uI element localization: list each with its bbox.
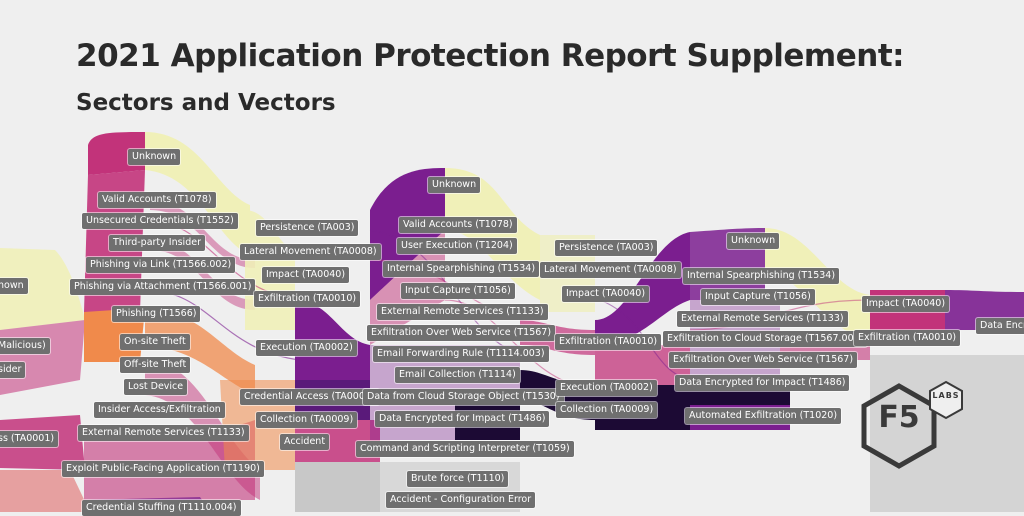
node-label: Input Capture (T1056) — [401, 283, 515, 299]
node-label: Unknown — [128, 149, 181, 165]
flow-band — [150, 200, 255, 268]
node-label: Internal Spearphishing (T1534) — [383, 261, 540, 277]
flow-band — [0, 470, 90, 512]
node-label: Lateral Movement (TA0008) — [540, 262, 681, 278]
flow-band — [0, 248, 85, 330]
node-label: Third-party Insider — [109, 235, 205, 251]
node-label: Execution (TA0002) — [556, 380, 657, 396]
flow-band — [595, 345, 690, 385]
node-label: Accident — [280, 434, 330, 450]
node-label: Persistence (TA003) — [256, 220, 359, 236]
node-label: Impact (TA0040) — [562, 286, 650, 302]
flow-band — [295, 462, 380, 512]
logo-brand: F5 — [878, 400, 920, 435]
page-title: 2021 Application Protection Report Suppl… — [76, 38, 905, 74]
node-label: External Remote Services (T1133) — [377, 304, 548, 320]
hexagon-logo-icon — [861, 380, 963, 469]
node-label: ss (TA0001) — [0, 431, 59, 447]
node-label: Brute force (T1110) — [407, 471, 509, 487]
node-label: Email Collection (T1114) — [395, 367, 520, 383]
node-label: Off-site Theft — [120, 357, 191, 373]
node-label: nown — [0, 278, 28, 294]
node-label: Phishing (T1566) — [112, 306, 201, 322]
node-label: Internal Spearphishing (T1534) — [683, 268, 840, 284]
flow-band — [145, 308, 255, 395]
node-label: Data from Cloud Storage Object (T1530) — [363, 389, 564, 405]
node-label: Input Capture (T1056) — [701, 289, 815, 305]
node-label: Exfiltration Over Web Service (T1567) — [367, 325, 556, 341]
node-label: sider — [0, 362, 26, 378]
node-label: Persistence (TA003) — [555, 240, 658, 256]
node-label: Lost Device — [124, 379, 188, 395]
node-label: Phishing via Link (T1566.002) — [86, 257, 236, 273]
page-subtitle: Sectors and Vectors — [76, 90, 336, 116]
logo-badge: LABS — [932, 391, 960, 400]
node-label: On-site Theft — [120, 334, 190, 350]
node-label: Accident - Configuration Error — [386, 492, 536, 508]
node-label: Data Encrypted for Impact (T1486) — [375, 411, 550, 427]
node-label: Impact (TA0040) — [262, 267, 350, 283]
node-label: Valid Accounts (T1078) — [399, 217, 517, 233]
node-label: Impact (TA0040) — [862, 296, 950, 312]
node-label: External Remote Services (T1133) — [677, 311, 848, 327]
flow-band — [0, 320, 85, 395]
node-label: Malicious) — [0, 338, 50, 354]
node-label: Exfiltration Over Web Service (T1567) — [669, 352, 858, 368]
node-label: External Remote Services (T1133) — [78, 425, 249, 441]
node-label: Unknown — [727, 233, 780, 249]
node-label: Automated Exfiltration (T1020) — [685, 408, 842, 424]
node-label: Data Encry — [976, 318, 1024, 334]
node-label: Exfiltration (TA0010) — [555, 334, 662, 350]
node-label: Credential Stuffing (T1110.004) — [82, 500, 241, 516]
node-label: Command and Scripting Interpreter (T1059… — [356, 441, 574, 457]
node-label: Unsecured Credentials (T1552) — [82, 213, 238, 229]
node-label: Exfiltration (TA0010) — [254, 291, 361, 307]
node-label: Exfiltration (TA0010) — [854, 330, 961, 346]
node-label: Data Encrypted for Impact (T1486) — [675, 375, 850, 391]
node-label: Credential Access (TA0006) — [240, 389, 379, 405]
node-label: Unknown — [428, 177, 481, 193]
node-label: User Execution (T1204) — [397, 238, 517, 254]
node-label: Insider Access/Exfiltration — [94, 402, 225, 418]
node-label: Exploit Public-Facing Application (T1190… — [62, 461, 264, 477]
node-label: Phishing via Attachment (T1566.001) — [70, 279, 256, 295]
node-label: Valid Accounts (T1078) — [98, 192, 216, 208]
node-label: Email Forwarding Rule (T1114.003) — [373, 346, 549, 362]
node-label: Collection (TA0009) — [256, 412, 358, 428]
f5-labs-logo: F5 LABS — [858, 378, 978, 478]
node-label: Exfiltration to Cloud Storage (T1567.002… — [663, 331, 868, 347]
node-label: Lateral Movement (TA0008) — [240, 244, 381, 260]
node-label: Execution (TA0002) — [256, 340, 357, 356]
node-label: Collection (TA0009) — [556, 402, 658, 418]
